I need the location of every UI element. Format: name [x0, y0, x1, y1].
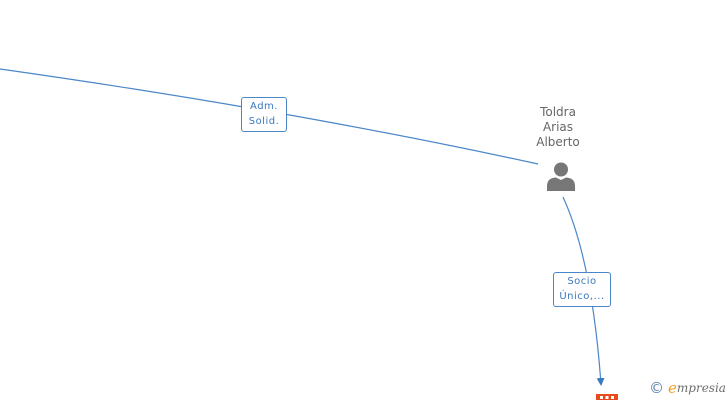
brand-initial: e — [668, 379, 677, 397]
building-icon-graphic — [596, 394, 618, 400]
edge-label-line: Único,... — [559, 291, 605, 302]
empresia-watermark: © e mpresia — [649, 378, 726, 398]
person-icon[interactable] — [545, 161, 577, 191]
person-node-name[interactable]: Toldra Arias Alberto — [518, 105, 598, 150]
person-icon-graphic — [547, 162, 575, 191]
edge-label-line: Socio — [567, 276, 597, 287]
edge-label-adm-solid[interactable]: Adm. Solid. — [241, 97, 287, 132]
person-name-line: Alberto — [536, 135, 580, 149]
edge-label-socio-unico[interactable]: Socio Único,... — [553, 272, 611, 307]
person-name-line: Arias — [542, 120, 574, 134]
person-name-line: Toldra — [540, 105, 576, 119]
copyright-icon: © — [649, 379, 664, 397]
edge-label-line: Adm. — [250, 101, 278, 112]
edge-label-line: Solid. — [248, 116, 280, 127]
brand-name: mpresia — [676, 381, 726, 395]
building-icon[interactable] — [594, 392, 620, 400]
